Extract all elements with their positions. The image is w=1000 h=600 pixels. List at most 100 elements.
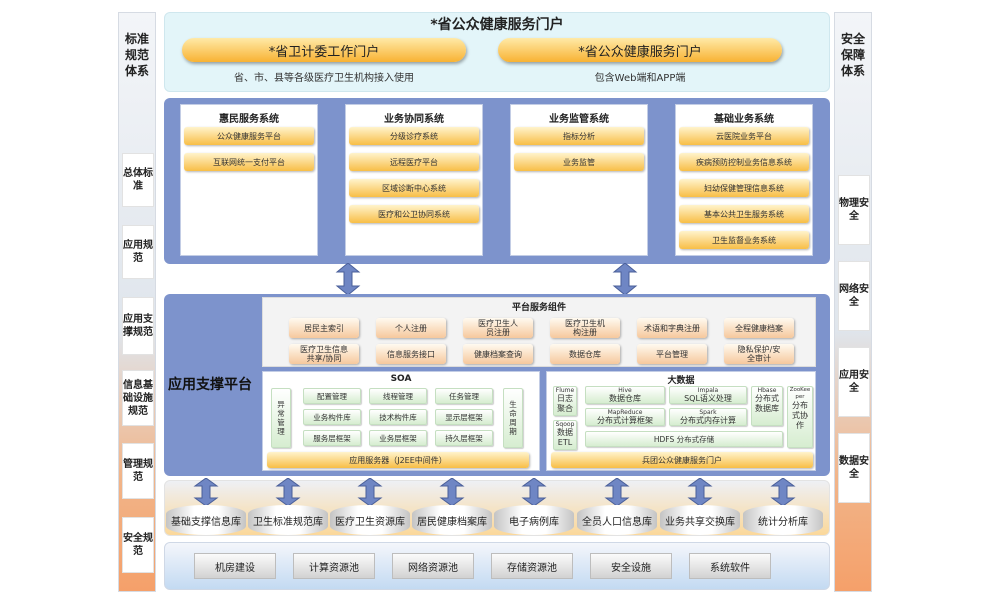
zookeeper-label: ZooKeeper xyxy=(789,387,811,400)
soa-component[interactable]: 业务层框架 xyxy=(369,430,427,446)
portal-right-caption: 包含Web端和APP端 xyxy=(594,72,686,84)
infra-item[interactable]: 网络资源池 xyxy=(392,553,474,579)
bigdata-panel: 大数据 Flume 日志聚合 Sqoop 数据ETL Hive 数据仓库 Imp… xyxy=(546,371,816,471)
left-item-infrastructure-spec: 信息基础设施规范 xyxy=(122,370,154,426)
system-item[interactable]: 基本公共卫生服务系统 xyxy=(679,205,809,223)
spark-text: 分布式内存计算 xyxy=(680,416,736,425)
double-arrow-icon xyxy=(335,263,361,295)
system-item[interactable]: 公众健康服务平台 xyxy=(184,127,314,145)
hbase-text: 分布式数据库 xyxy=(755,394,779,413)
service-component[interactable]: 医疗卫生机构注册 xyxy=(550,318,620,338)
portal-title: *省公众健康服务门户 xyxy=(430,17,564,33)
database-cylinder[interactable]: 统计分析库 xyxy=(743,505,823,535)
sqoop-box[interactable]: Sqoop 数据ETL xyxy=(553,420,577,450)
soa-component[interactable]: 任务管理 xyxy=(435,388,493,404)
hbase-box[interactable]: Hbase 分布式数据库 xyxy=(751,386,783,426)
soa-title: SOA xyxy=(390,374,412,384)
service-component[interactable]: 医疗卫生信息共享/协同 xyxy=(289,344,359,364)
infra-item[interactable]: 安全设施 xyxy=(590,553,672,579)
exception-management[interactable]: 异常管理 xyxy=(271,388,291,448)
system-item[interactable]: 远程医疗平台 xyxy=(349,153,479,171)
service-component[interactable]: 术语和字典注册 xyxy=(637,318,707,338)
system-title: 基础业务系统 xyxy=(714,114,774,125)
service-component[interactable]: 健康档案查询 xyxy=(463,344,533,364)
bingtuan-portal-bar[interactable]: 兵团公众健康服务门户 xyxy=(551,452,813,468)
commission-portal-button[interactable]: *省卫计委工作门户 xyxy=(182,38,466,62)
service-component[interactable]: 隐私保护/安全审计 xyxy=(724,344,794,364)
sqoop-label: Sqoop xyxy=(555,421,575,428)
soa-component[interactable]: 技术构件库 xyxy=(369,409,427,425)
left-item-overall-standard: 总体标准 xyxy=(122,153,154,207)
database-cylinder[interactable]: 电子病例库 xyxy=(494,505,574,535)
double-arrow-icon xyxy=(604,478,630,506)
impala-box[interactable]: Impala SQL语义处理 xyxy=(669,386,747,404)
service-component[interactable]: 数据仓库 xyxy=(550,344,620,364)
soa-component[interactable]: 显示层框架 xyxy=(435,409,493,425)
system-item[interactable]: 云医院业务平台 xyxy=(679,127,809,145)
soa-component[interactable]: 线程管理 xyxy=(369,388,427,404)
standards-title: 标准规范体系 xyxy=(124,32,149,78)
soa-panel: SOA 异常管理 生命周期 配置管理 线程管理 任务管理 业务构件库 技术构件库… xyxy=(262,371,540,471)
system-item[interactable]: 指标分析 xyxy=(514,127,644,145)
service-component[interactable]: 医疗卫生人员注册 xyxy=(463,318,533,338)
database-cylinder[interactable]: 基础支撑信息库 xyxy=(166,505,246,535)
left-item-support-spec: 应用支撑规范 xyxy=(122,297,154,355)
database-cylinder[interactable]: 居民健康档案库 xyxy=(412,505,492,535)
left-item-application-spec: 应用规范 xyxy=(122,225,154,279)
security-column: 安全保障体系 物理安全 网络安全 应用安全 数据安全 xyxy=(834,12,872,592)
double-arrow-icon xyxy=(193,478,219,506)
service-component[interactable]: 居民主索引 xyxy=(289,318,359,338)
zookeeper-box[interactable]: ZooKeeper 分布式协作 xyxy=(787,386,813,448)
database-cylinder[interactable]: 全员人口信息库 xyxy=(577,505,657,535)
service-component[interactable]: 个人注册 xyxy=(376,318,446,338)
mapreduce-text: 分布式计算框架 xyxy=(597,416,653,425)
zookeeper-text: 分布式协作 xyxy=(792,401,808,430)
service-component[interactable]: 全程健康档案 xyxy=(724,318,794,338)
spark-label: Spark xyxy=(699,409,717,416)
hive-label: Hive xyxy=(618,387,632,394)
bigdata-title: 大数据 xyxy=(667,375,695,386)
soa-component[interactable]: 服务层框架 xyxy=(303,430,361,446)
soa-component[interactable]: 业务构件库 xyxy=(303,409,361,425)
lifecycle-management[interactable]: 生命周期 xyxy=(503,388,523,448)
double-arrow-icon xyxy=(770,478,796,506)
soa-component[interactable]: 配置管理 xyxy=(303,388,361,404)
impala-label: Impala xyxy=(697,387,719,394)
standards-column: 标准规范体系 总体标准 应用规范 应用支撑规范 信息基础设施规范 管理规范 安全… xyxy=(118,12,156,592)
database-cylinder[interactable]: 医疗卫生资源库 xyxy=(330,505,410,535)
service-component[interactable]: 信息服务接口 xyxy=(376,344,446,364)
flume-box[interactable]: Flume 日志聚合 xyxy=(553,386,577,416)
database-cylinder[interactable]: 卫生标准规范库 xyxy=(248,505,328,535)
infra-item[interactable]: 系统软件 xyxy=(689,553,771,579)
double-arrow-icon xyxy=(439,478,465,506)
system-item[interactable]: 疾病预防控制业务信息系统 xyxy=(679,153,809,171)
system-box-supervision: 业务监管系统 指标分析 业务监管 xyxy=(510,104,648,256)
system-item[interactable]: 医疗和公卫协同系统 xyxy=(349,205,479,223)
mapreduce-box[interactable]: MapReduce 分布式计算框架 xyxy=(585,408,665,426)
service-component[interactable]: 平台管理 xyxy=(637,344,707,364)
system-item[interactable]: 业务监管 xyxy=(514,153,644,171)
spark-box[interactable]: Spark 分布式内存计算 xyxy=(669,408,747,426)
public-health-portal-button[interactable]: *省公众健康服务门户 xyxy=(498,38,782,62)
application-server-bar[interactable]: 应用服务器（J2EE中间件） xyxy=(267,452,529,468)
system-item[interactable]: 互联网统一支付平台 xyxy=(184,153,314,171)
system-item[interactable]: 卫生监督业务系统 xyxy=(679,231,809,249)
right-item-network-security: 网络安全 xyxy=(838,261,870,331)
infra-item[interactable]: 机房建设 xyxy=(194,553,276,579)
infra-item[interactable]: 存储资源池 xyxy=(491,553,573,579)
soa-component[interactable]: 持久层框架 xyxy=(435,430,493,446)
system-title: 业务协同系统 xyxy=(384,114,444,125)
portal-left-caption: 省、市、县等各级医疗卫生机构接入使用 xyxy=(234,72,414,84)
system-item[interactable]: 区域诊断中心系统 xyxy=(349,179,479,197)
infra-item[interactable]: 计算资源池 xyxy=(293,553,375,579)
hbase-label: Hbase xyxy=(757,387,777,394)
right-item-application-security: 应用安全 xyxy=(838,347,870,417)
database-cylinder[interactable]: 业务共享交换库 xyxy=(660,505,740,535)
hive-box[interactable]: Hive 数据仓库 xyxy=(585,386,665,404)
left-item-management-spec: 管理规范 xyxy=(122,443,154,499)
double-arrow-icon xyxy=(687,478,713,506)
hdfs-box[interactable]: HDFS 分布式存储 xyxy=(585,431,783,447)
system-item[interactable]: 妇幼保健管理信息系统 xyxy=(679,179,809,197)
security-title: 安全保障体系 xyxy=(840,32,865,78)
system-item[interactable]: 分级诊疗系统 xyxy=(349,127,479,145)
